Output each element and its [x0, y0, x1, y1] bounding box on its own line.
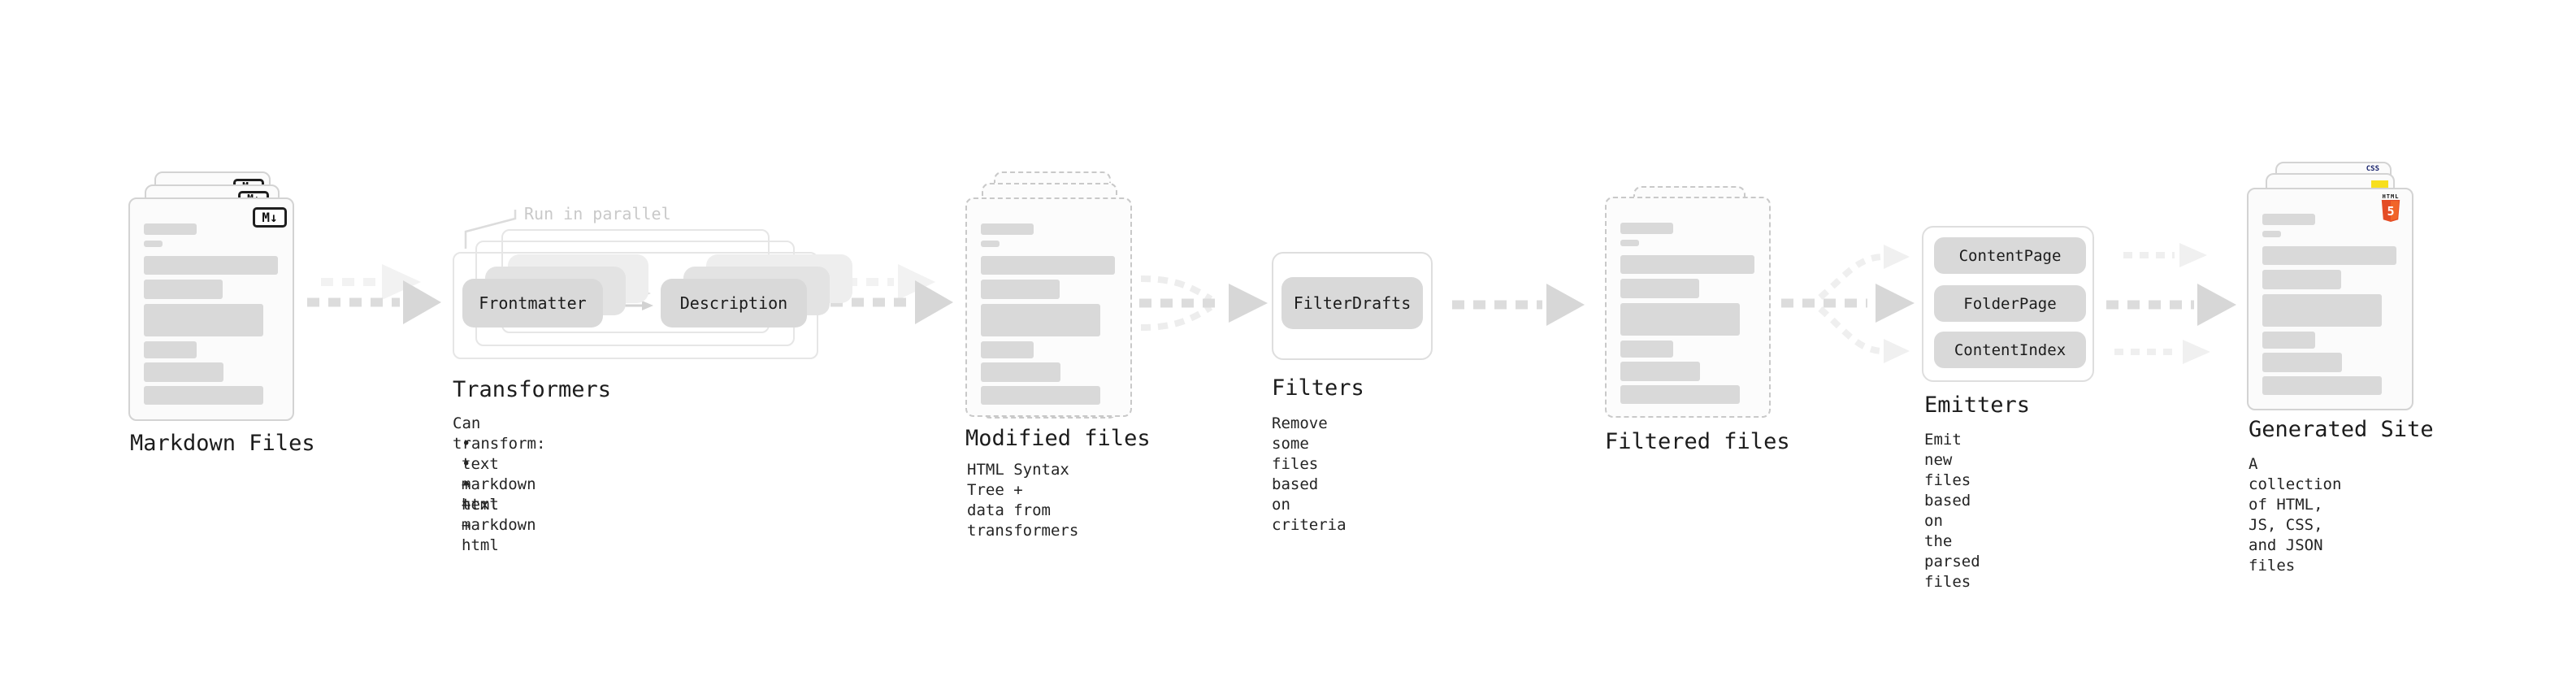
placeholder-text-bar: [2262, 231, 2281, 237]
placeholder-text-bar: [981, 256, 1115, 275]
stage-title-filters: Filters: [1272, 375, 1364, 401]
markdown-file-card-front: M↓: [128, 197, 294, 421]
placeholder-text-bar: [2262, 246, 2396, 265]
stage-title-modified: Modified files: [965, 426, 1151, 451]
placeholder-text-bar: [2262, 376, 2382, 395]
placeholder-text-bar: [1620, 303, 1740, 336]
placeholder-text-bar: [981, 341, 1034, 358]
frontmatter-node: Frontmatter: [462, 279, 603, 327]
transformers-bullet-1: • text → text: [462, 435, 499, 514]
stage-title-site: Generated Site: [2249, 417, 2434, 442]
arrow-transformers-modified: [830, 280, 953, 324]
transformers-bullet-3: • html → html: [462, 475, 499, 554]
stage-title-emitters: Emitters: [1924, 393, 2031, 418]
placeholder-text-bar: [144, 256, 278, 275]
placeholder-text-bar: [144, 280, 223, 299]
js-icon: [2371, 180, 2388, 189]
folderpage-node: FolderPage: [1934, 285, 2086, 322]
emitters-desc: Emit new files based on the parsed files: [1924, 431, 1980, 591]
placeholder-text-bar: [144, 223, 197, 235]
placeholder-text-bar: [2262, 332, 2315, 349]
placeholder-text-bar: [2262, 214, 2315, 225]
placeholder-text-bar: [1620, 240, 1639, 246]
placeholder-text-bar: [1620, 340, 1673, 358]
site-file-card-front: HTML 5: [2247, 188, 2413, 410]
transformers-desc-heading: Can transform:: [453, 414, 546, 453]
placeholder-text-bar: [144, 341, 197, 358]
modified-desc: HTML Syntax Tree + data from transformer…: [967, 461, 1079, 540]
arrow-filters-filtered: [1452, 284, 1585, 326]
placeholder-text-bar: [144, 241, 163, 247]
placeholder-text-bar: [1620, 362, 1700, 381]
transformers-bullet-2: • markdown → markdown: [462, 455, 536, 534]
run-in-parallel-bracket: [464, 210, 517, 249]
placeholder-text-bar: [1620, 279, 1699, 298]
placeholder-text-bar: [981, 386, 1100, 405]
arrow-markdown-transformers: [307, 280, 441, 324]
placeholder-text-bar: [144, 304, 263, 336]
modified-file-card-front: [965, 197, 1132, 417]
placeholder-text-bar: [981, 304, 1100, 336]
html5-word: HTML: [2382, 193, 2400, 200]
contentindex-node: ContentIndex: [1934, 332, 2086, 368]
svg-text:5: 5: [2387, 204, 2394, 219]
html5-icon: HTML 5: [2381, 193, 2400, 222]
html5-shield: 5: [2381, 200, 2400, 222]
placeholder-text-bar: [2262, 270, 2341, 289]
placeholder-text-bar: [2262, 353, 2342, 372]
placeholder-text-bar: [981, 362, 1060, 382]
placeholder-text-bar: [981, 223, 1034, 235]
arrow-markdown-transformers-ghost: [321, 264, 421, 300]
placeholder-text-bar: [144, 362, 223, 382]
stage-title-transformers: Transformers: [453, 377, 612, 402]
placeholder-text-bar: [981, 280, 1060, 299]
description-node: Description: [661, 279, 807, 327]
placeholder-text-bar: [981, 241, 1000, 247]
filtered-file-card-front: [1605, 197, 1771, 418]
contentpage-node: ContentPage: [1934, 237, 2086, 274]
markdown-icon: M↓: [253, 207, 287, 228]
fork-filtered-emitters: [1781, 245, 1915, 363]
stage-title-filtered: Filtered files: [1605, 429, 1790, 454]
placeholder-text-bar: [2262, 294, 2382, 327]
merge-modified-filters: [1139, 275, 1268, 331]
placeholder-text-bar: [144, 386, 263, 405]
filters-desc: Remove some files based on criteria: [1272, 414, 1347, 534]
run-in-parallel-note: Run in parallel: [524, 204, 671, 223]
placeholder-text-bar: [1620, 385, 1740, 404]
arrows-emitters-site: [2106, 243, 2236, 364]
placeholder-text-bar: [1620, 255, 1754, 274]
stage-title-markdown: Markdown Files: [130, 431, 315, 456]
filterdrafts-node: FilterDrafts: [1281, 277, 1423, 329]
placeholder-text-bar: [1620, 223, 1673, 234]
site-desc: A collection of HTML, JS, CSS, and JSON …: [2249, 455, 2342, 575]
